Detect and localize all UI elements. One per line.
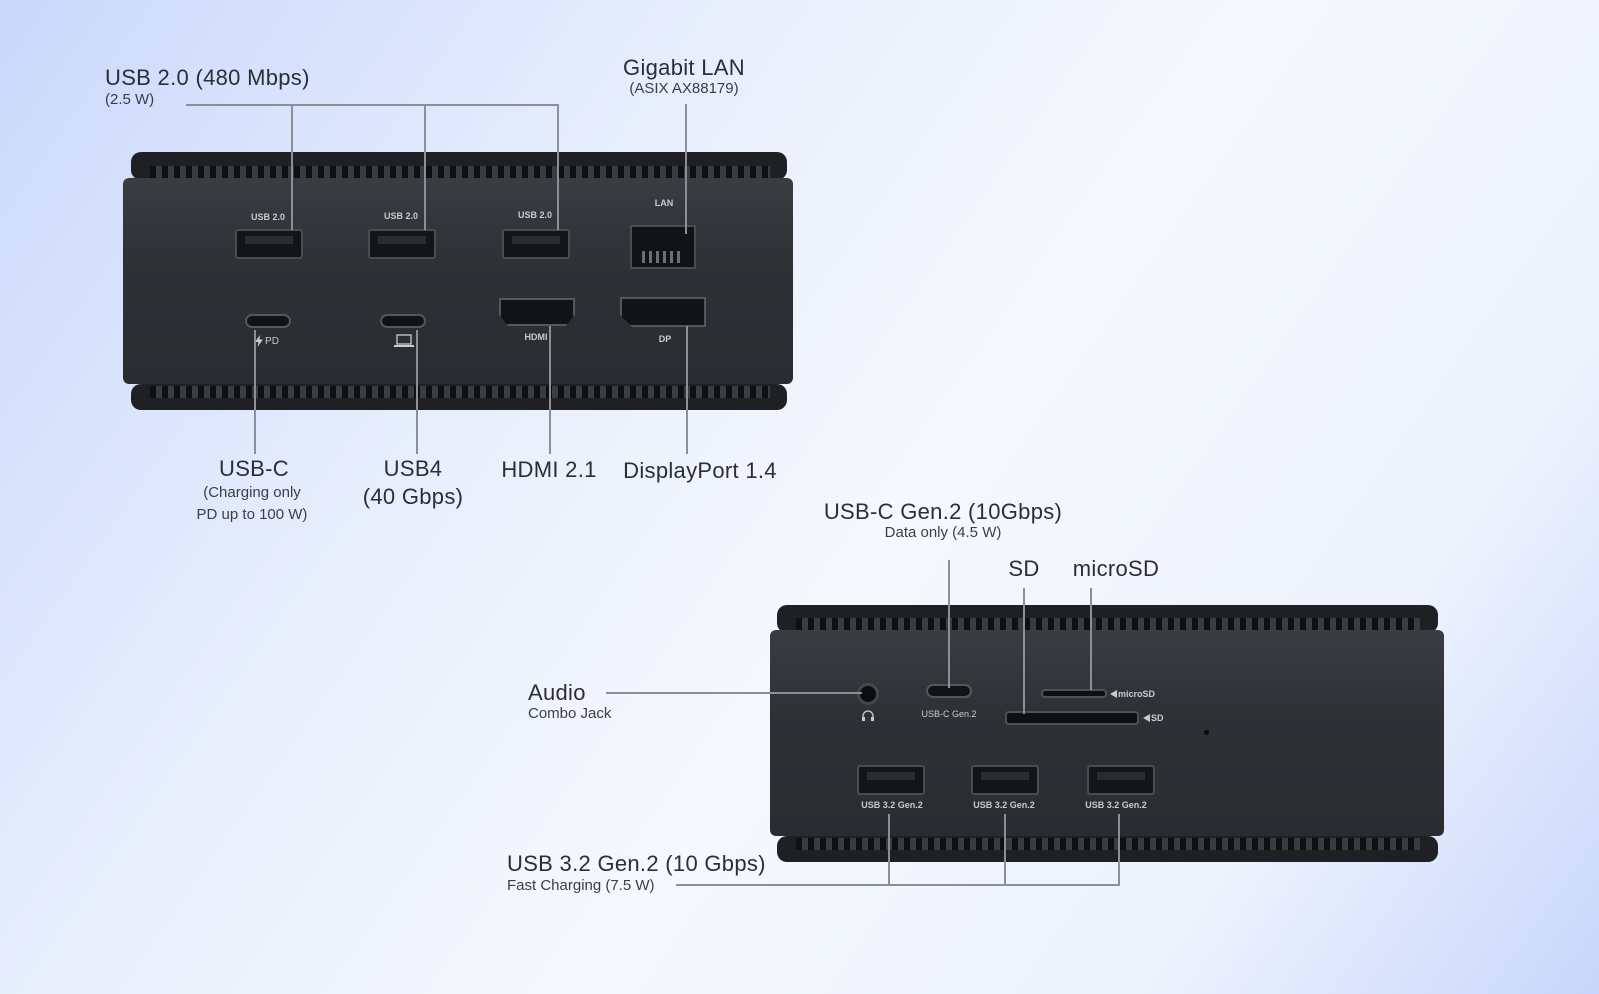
lightning-icon bbox=[255, 335, 263, 347]
audio-sub: Combo Jack bbox=[528, 705, 612, 722]
usb20-callout-line bbox=[186, 104, 558, 106]
arrow-left-icon bbox=[1110, 690, 1117, 698]
usb32-callout-line bbox=[1004, 814, 1006, 886]
microsd-callout-line bbox=[1090, 588, 1092, 690]
lan-title: Gigabit LAN bbox=[623, 55, 745, 80]
usb-c-gen2-label: USB-C Gen.2 bbox=[921, 709, 977, 719]
hdmi-callout-line bbox=[549, 326, 551, 454]
usb-a-port-label: USB 2.0 bbox=[250, 212, 285, 222]
pd-label: PD bbox=[265, 336, 279, 347]
audio-jack bbox=[857, 683, 879, 705]
usbc-title: USB-C bbox=[219, 456, 289, 481]
usb32-callout-line bbox=[1118, 814, 1120, 886]
usb20-title: USB 2.0 (480 Mbps) bbox=[105, 65, 310, 90]
usbc-sub1: (Charging only bbox=[203, 484, 301, 501]
status-led bbox=[1204, 730, 1209, 735]
lan-port-label: LAN bbox=[654, 198, 674, 208]
hdmi-port bbox=[499, 298, 575, 326]
usb-a-gen2-label: USB 3.2 Gen.2 bbox=[1085, 800, 1147, 810]
sd-title: SD bbox=[1008, 556, 1040, 581]
hdmi-port-label: HDMI bbox=[524, 332, 548, 342]
front-bottom-vents bbox=[796, 838, 1420, 850]
dp-port-label: DP bbox=[658, 334, 672, 344]
usb32-callout-line bbox=[888, 814, 890, 886]
audio-title: Audio bbox=[528, 680, 586, 705]
usb4-port bbox=[380, 314, 426, 328]
rear-top-vents bbox=[150, 166, 770, 178]
front-top-vents bbox=[796, 618, 1420, 630]
usb-a-port-1 bbox=[235, 229, 303, 259]
audio-callout-line bbox=[606, 692, 862, 694]
usb-a-gen2-label: USB 3.2 Gen.2 bbox=[973, 800, 1035, 810]
usb-a-port-label: USB 2.0 bbox=[517, 210, 552, 220]
usbc-callout-line bbox=[254, 330, 256, 454]
usb20-callout-line bbox=[557, 104, 559, 230]
usbc-gen2-callout-line bbox=[948, 560, 950, 688]
dp-title: DisplayPort 1.4 bbox=[623, 458, 777, 483]
headphones-icon bbox=[862, 710, 874, 721]
lan-callout-line bbox=[685, 104, 687, 234]
lan-sub: (ASIX AX88179) bbox=[629, 80, 739, 97]
usb32-callout-line bbox=[676, 884, 1120, 886]
microsd-slot bbox=[1041, 689, 1107, 698]
microsd-title: microSD bbox=[1072, 556, 1160, 581]
usb32-sub: Fast Charging (7.5 W) bbox=[507, 877, 655, 894]
rear-body bbox=[123, 178, 793, 384]
displayport-port bbox=[620, 297, 706, 327]
usb20-callout-line bbox=[291, 104, 293, 230]
usbc-gen2-title: USB-C Gen.2 (10Gbps) bbox=[823, 499, 1063, 524]
sd-label: SD bbox=[1151, 713, 1164, 723]
sd-callout-line bbox=[1023, 588, 1025, 714]
usb20-callout-line bbox=[424, 104, 426, 230]
arrow-left-icon bbox=[1143, 714, 1150, 722]
usb-a-port-2 bbox=[368, 229, 436, 259]
usb-c-pd-port bbox=[245, 314, 291, 328]
usb-a-gen2-port-2 bbox=[971, 765, 1039, 795]
microsd-label: microSD bbox=[1118, 689, 1156, 699]
front-body bbox=[770, 630, 1444, 836]
sd-slot bbox=[1005, 711, 1139, 725]
usb4-callout-line bbox=[416, 330, 418, 454]
usb32-title: USB 3.2 Gen.2 (10 Gbps) bbox=[507, 851, 766, 876]
usb-a-port-label: USB 2.0 bbox=[383, 211, 418, 221]
usb-a-gen2-label: USB 3.2 Gen.2 bbox=[861, 800, 923, 810]
usb-a-gen2-port-1 bbox=[857, 765, 925, 795]
usb20-sub: (2.5 W) bbox=[105, 91, 155, 108]
usb4-title: USB4 bbox=[383, 456, 443, 481]
rear-bottom-vents bbox=[150, 386, 770, 398]
hdmi-title: HDMI 2.1 bbox=[501, 457, 597, 482]
lan-port bbox=[630, 225, 696, 269]
laptop-icon bbox=[394, 334, 414, 347]
usbc-gen2-sub: Data only (4.5 W) bbox=[884, 524, 1002, 541]
usb-a-port-3 bbox=[502, 229, 570, 259]
dp-callout-line bbox=[686, 326, 688, 454]
usb4-sub: (40 Gbps) bbox=[362, 484, 464, 509]
usb-a-gen2-port-3 bbox=[1087, 765, 1155, 795]
usbc-sub2: PD up to 100 W) bbox=[196, 506, 308, 523]
